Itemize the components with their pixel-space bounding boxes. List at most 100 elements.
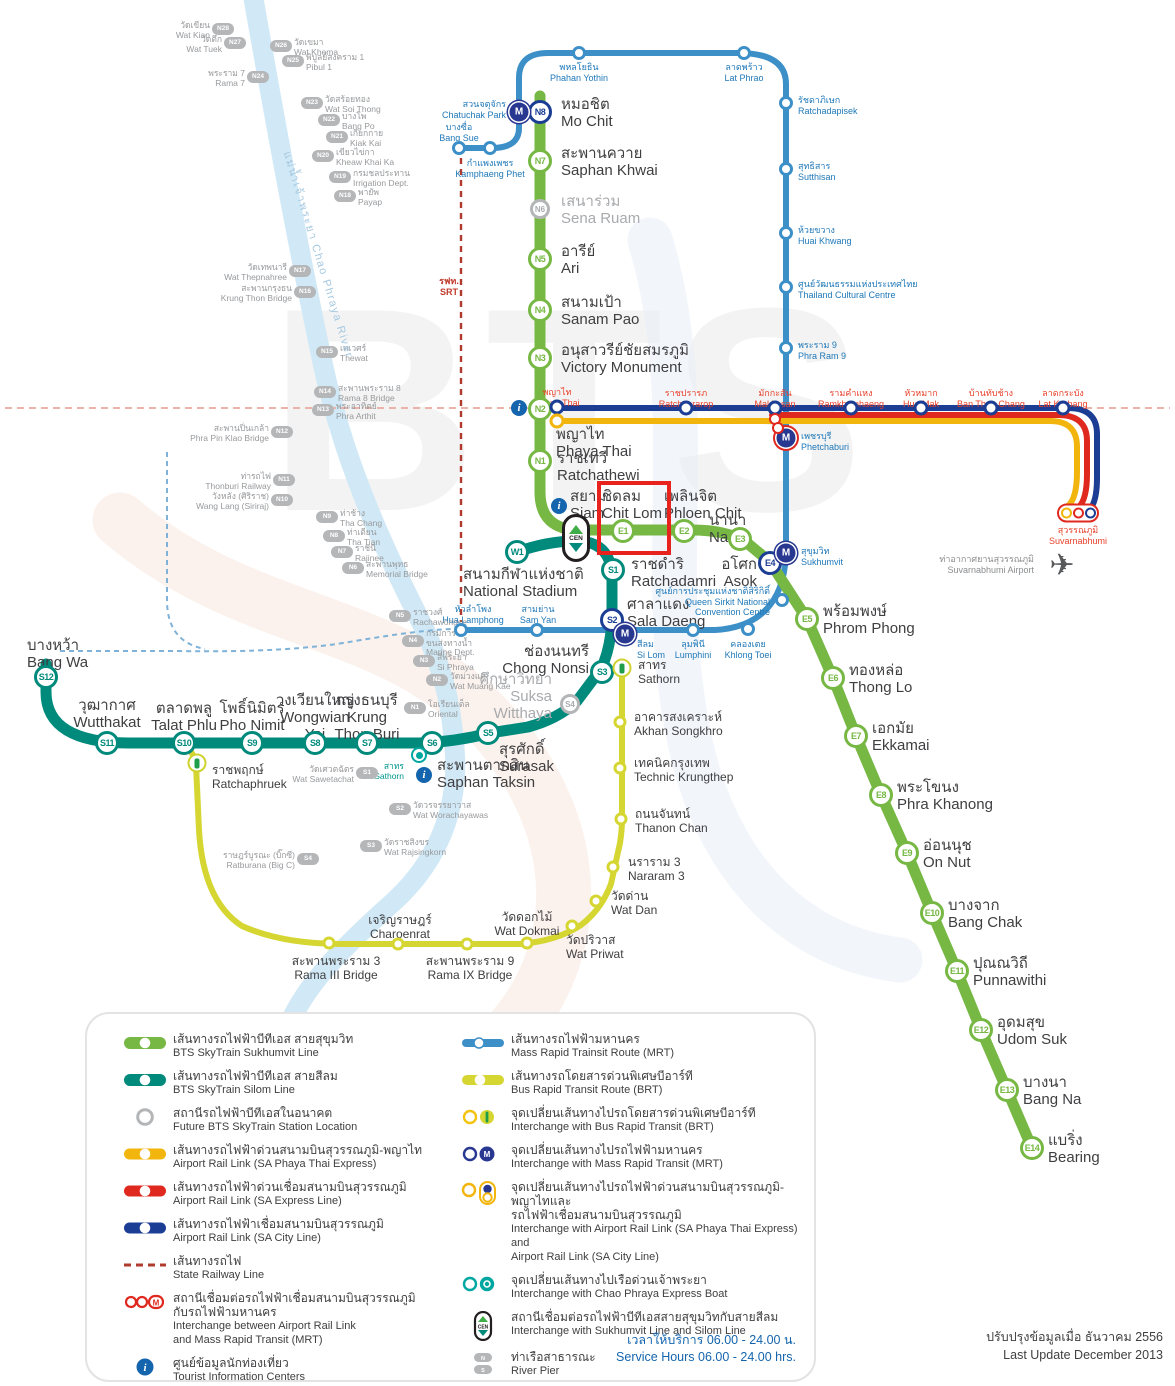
phetchaburi-m[interactable]: M [776,428,796,448]
ramkhamhaeng[interactable] [843,400,859,416]
pier-wat-sawetachat[interactable]: S1 [356,767,378,779]
wat-dokmai[interactable] [520,936,534,950]
thong-lo[interactable]: E6 [821,666,845,690]
bang-sue[interactable] [452,141,466,155]
ratchaphruek[interactable] [187,753,207,773]
pho-nimit[interactable]: S9 [240,731,264,755]
pier-phra-arthit[interactable]: N13 [312,404,334,416]
pier-irrigation-dept[interactable]: N19 [329,171,351,183]
charoenrat[interactable] [391,937,405,951]
phaya-thai-arl-city[interactable] [549,399,565,415]
pier-rama-7[interactable]: N24 [247,71,269,83]
pier-tha-chang[interactable]: N9 [316,511,338,523]
siam-info[interactable]: i [551,498,567,514]
nana[interactable]: E3 [728,527,752,551]
bearing[interactable]: E14 [1020,1136,1044,1160]
pier-thonburi-railway[interactable]: N11 [273,474,295,486]
ari[interactable]: N5 [528,247,552,271]
hua-mak[interactable] [913,400,929,416]
wongwian-yai[interactable]: S8 [303,731,327,755]
technic-krungthep[interactable] [613,761,627,775]
on-nut[interactable]: E9 [895,841,919,865]
chatuchak-park-m[interactable]: M [509,102,529,122]
kamphaeng-phet[interactable] [483,141,497,155]
saphan-taksin[interactable]: S6 [420,731,444,755]
suvarnabhumi[interactable] [1057,503,1099,523]
chong-nonsi[interactable]: S3 [590,660,614,684]
pier-si-phraya[interactable]: N3 [413,655,435,667]
siam-cen[interactable]: CEN [562,514,590,562]
chit-lom[interactable]: E1 [611,519,635,543]
phaya-thai[interactable]: N2 [528,397,552,421]
krung-thon-buri[interactable]: S7 [355,731,379,755]
sala-daeng[interactable]: S2 [600,608,624,632]
wat-dan[interactable] [589,894,603,908]
pier-wat-rajsingkorn[interactable]: S3 [360,840,382,852]
phahan-yothin[interactable] [572,46,586,60]
sena-ruam[interactable]: N6 [530,199,550,219]
makkasan-express-2[interactable] [772,422,784,434]
pier-bang-po[interactable]: N22 [318,114,340,126]
phra-khanong[interactable]: E8 [869,783,893,807]
phloen-chit[interactable]: E2 [672,519,696,543]
suksa-witthaya[interactable]: S4 [560,694,580,714]
pier-wat-tuek[interactable]: N27 [224,37,246,49]
victory-monument[interactable]: N3 [528,346,552,370]
talat-phlu[interactable]: S10 [172,731,196,755]
pier-ratburana[interactable]: S4 [297,853,319,865]
thanon-chan[interactable] [614,812,628,826]
pier-wat-muang-kae[interactable]: N2 [426,674,448,686]
pier-wat-khema[interactable]: N26 [270,40,292,52]
akhan-songkhro[interactable] [613,715,627,729]
hua-lamphong[interactable] [454,623,468,637]
mo-chit[interactable]: N8 [528,100,552,124]
phra-ram-9[interactable] [779,341,793,355]
queen-sirkit[interactable] [775,593,789,607]
pier-marine-dept[interactable]: N4 [402,635,424,647]
rama-ix-bridge[interactable] [460,937,474,951]
bang-wa[interactable]: S12 [34,665,58,689]
sam-yan[interactable] [530,623,544,637]
pier-wat-worachayawas[interactable]: S2 [389,803,411,815]
ratchaprarop[interactable] [678,400,694,416]
huai-khwang[interactable] [779,226,793,240]
pier-kheaw-khai-ka[interactable]: N20 [312,150,334,162]
lat-phrao[interactable] [737,46,751,60]
pier-rama-8-bridge[interactable]: N14 [314,386,336,398]
punnawithi[interactable]: E11 [945,959,969,983]
ratchadapisek[interactable] [779,96,793,110]
pier-kiak-kai[interactable]: N21 [326,131,348,143]
wutthakat[interactable]: S11 [95,731,119,755]
rama-iii-bridge[interactable] [322,936,336,950]
lat-krabang[interactable] [1055,400,1071,416]
surasak[interactable]: S5 [476,721,500,745]
pier-rajinee[interactable]: N7 [331,546,353,558]
pier-memorial-bridge[interactable]: N6 [342,562,364,574]
pier-wang-lang[interactable]: N10 [271,494,293,506]
ban-thap-chang[interactable] [983,400,999,416]
sathorn-pier-boat[interactable] [411,747,427,763]
sanam-pao[interactable]: N4 [528,298,552,322]
thailand-cultural-centre[interactable] [779,280,793,294]
pier-tha-tian[interactable]: N8 [323,530,345,542]
bang-chak[interactable]: E10 [920,901,944,925]
pier-phra-pin-klao[interactable]: N12 [271,426,293,438]
pier-wat-soi-thong[interactable]: N23 [301,97,323,109]
nararam-3[interactable] [606,860,620,874]
bang-na[interactable]: E13 [995,1078,1019,1102]
pier-wat-thepnahree[interactable]: N17 [289,265,311,277]
ratchadamri[interactable]: S1 [601,558,625,582]
phaya-thai-info[interactable]: i [511,400,527,416]
lumphini[interactable] [686,623,700,637]
pier-wat-kian[interactable]: N28 [212,23,234,35]
saphan-taksin-info[interactable]: i [416,767,432,783]
pier-thewat[interactable]: N15 [316,346,338,358]
ratchathewi[interactable]: N1 [528,449,552,473]
pier-krung-thon-bridge[interactable]: N16 [294,286,316,298]
sutthisan[interactable] [779,162,793,176]
sathorn-brt[interactable] [612,658,632,678]
ekkamai[interactable]: E7 [844,724,868,748]
udom-suk[interactable]: E12 [969,1018,993,1042]
pier-oriental[interactable]: N1 [404,702,426,714]
phaya-thai-arl-phaya[interactable] [549,413,565,429]
